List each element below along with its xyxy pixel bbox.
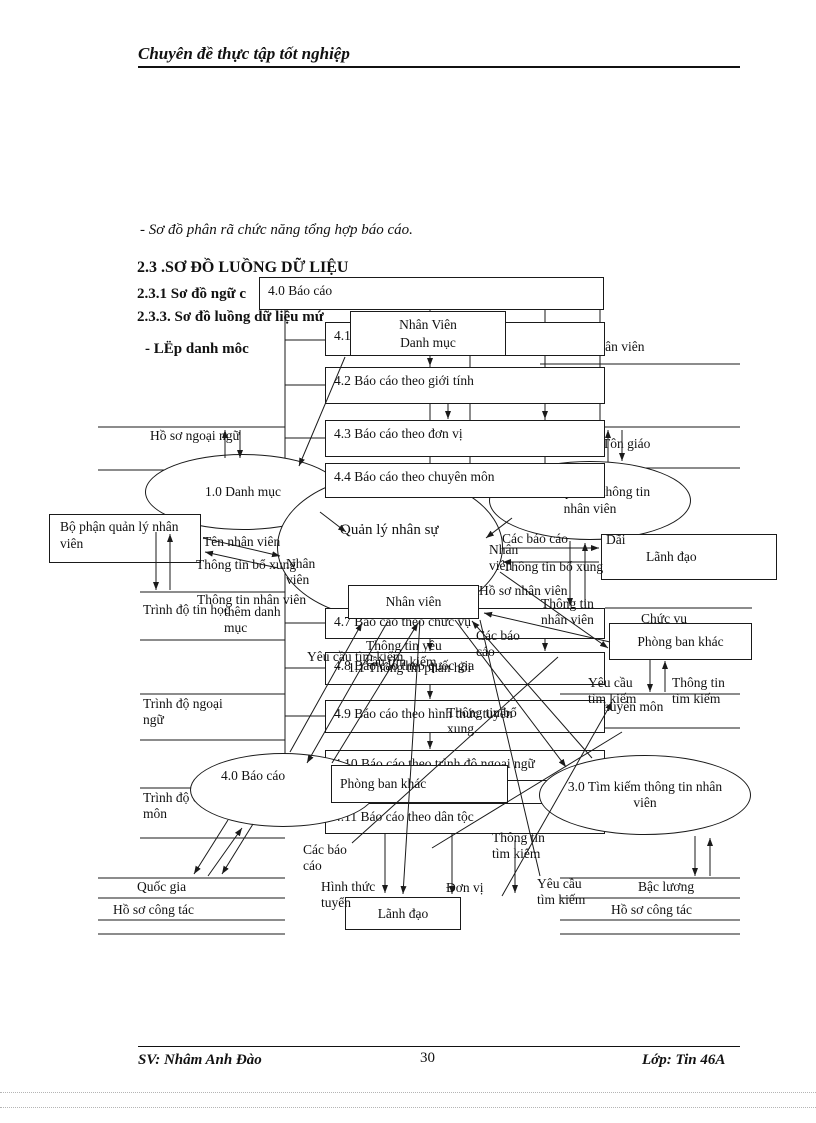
report-box-4-3: 4.3 Báo cáo theo đơn vị <box>325 420 605 457</box>
entity-phong-ban-right-label: Phòng ban khác <box>637 633 724 649</box>
flow-yeu-cau-tim-kiem-bottom: Yêu cầu tìm kiếm <box>537 876 586 907</box>
report-4-4-label: 4.4 Báo cáo theo chuyên môn <box>334 469 495 484</box>
flow-them-danh-muc: thêm danh mục <box>224 604 281 635</box>
flow-dai-fragment: Dãi <box>606 532 626 547</box>
heading-2-3-1: 2.3.1 Sơ đồ ngữ c <box>137 286 246 302</box>
flow-hinh-thuc-tuyen: Hình thức tuyển <box>321 879 376 910</box>
flow-nhan-vien-left: Nhân viên <box>286 556 316 587</box>
process-3-0-tim-kiem: 3.0 Tìm kiếm thông tin nhân viên <box>539 755 751 835</box>
flow-thong-tin-bo-xung-mid: Thông tin bổ xung <box>447 705 517 736</box>
footer-student-name: SV: Nhâm Anh Đào <box>138 1052 262 1068</box>
entity-lanh-dao-right-label: Lãnh đạo <box>646 549 697 564</box>
store-quoc-gia: Quốc gia <box>137 879 187 894</box>
bullet-report-text: - Sơ đồ phân rã chức năng tổng hợp báo c… <box>140 222 413 238</box>
flow-thong-tin-nhan-vien-right: Thông tin nhân viên <box>541 596 594 627</box>
store-ton-giao: Tôn giáo <box>602 436 651 451</box>
heading-2-3-3: 2.3.3. Sơ đồ luồng dữ liệu mứ <box>137 309 324 325</box>
flow-thong-tin-nhan-vien-left: Thông tin nhân viên <box>197 592 307 607</box>
entity-nhan-vien-top-label: Nhân Viên <box>399 317 457 332</box>
entity-lanh-dao-bottom-label: Lãnh đạo <box>377 905 429 921</box>
bottom-dotted-line-1 <box>0 1092 816 1093</box>
store-chuc-vu: Chức vụ <box>641 611 687 626</box>
flow-nhan-vien-right: Nhân viên <box>489 542 519 573</box>
store-chuyen-mon: chuyên môn <box>597 699 664 714</box>
entity-danh-muc-top-label: Danh mục <box>400 335 456 350</box>
page-header-title: Chuyên đề thực tập tốt nghiệp <box>138 44 350 63</box>
report-4-0-label: 4.0 Báo cáo <box>268 283 333 298</box>
store-ho-so-cong-tac-left: Hồ sơ công tác <box>113 902 194 917</box>
report-box-4-0: 4.0 Báo cáo <box>259 277 604 310</box>
flow-ten-nhan-vien: Tên nhân viên <box>203 534 281 549</box>
process-3-0-label: 3.0 Tìm kiếm thông tin nhân viên <box>567 778 723 810</box>
flow-yeu-cau-tim-kiem-right: Yêu cầu tìm kiếm <box>588 675 637 706</box>
heading-2-3: 2.3 .SƠ ĐỒ LUỒNG DỮ LIỆU <box>137 259 349 276</box>
entity-nhan-vien-center: Nhân viên <box>348 585 479 619</box>
flow-thong-tin-phan-hoi: 1.1 Thông tin phản hồi <box>348 660 472 675</box>
flow-thong-tin-bo-xung-left: Thông tin bổ xung <box>196 557 297 572</box>
entity-bo-phan-quan-ly: Bộ phận quản lý nhân viên <box>49 514 201 563</box>
entity-lanh-dao-right: Lãnh đạo <box>601 534 777 580</box>
footer-rule <box>138 1046 740 1047</box>
footer-class-name: Lớp: Tin 46A <box>642 1052 726 1068</box>
flow-thong-tin-bo-xung-right: Thông tin bổ xung <box>503 559 604 574</box>
flow-thong-tin-tim-kiem-bottom: Thông tin tìm kiếm <box>492 830 545 861</box>
flow-cac-bao-cao-bottom: Các báo cáo <box>303 842 347 873</box>
flow-cac-bao-cao-top: Các báo cáo <box>502 531 568 546</box>
entity-phong-ban-right: Phòng ban khác <box>609 623 752 660</box>
report-box-4-2: 4.2 Báo cáo theo giới tính <box>325 367 605 404</box>
bottom-dotted-line-2 <box>0 1107 816 1108</box>
entity-phong-ban-center-label: Phòng ban khác <box>340 776 427 791</box>
page-number: 30 <box>420 1050 435 1066</box>
flow-cac-bao-cao-mid: Các báo cáo <box>476 628 520 659</box>
report-box-4-4: 4.4 Báo cáo theo chuyên môn <box>325 463 605 498</box>
header-rule <box>138 66 740 68</box>
store-bac-luong: Bậc lương <box>638 879 695 894</box>
entity-lanh-dao-bottom: Lãnh đạo <box>345 897 461 930</box>
store-trinh-do-tin-hoc: Trình độ tin học <box>143 602 230 617</box>
flow-don-vi: Đơn vị <box>446 880 484 895</box>
process-4-0-label: 4.0 Báo cáo <box>221 768 286 783</box>
report-4-2-label: 4.2 Báo cáo theo giới tính <box>334 373 474 388</box>
entity-nhan-vien-danh-muc-top: Nhân Viên Danh mục <box>350 311 506 356</box>
process-main-label: Quản lý nhân sự <box>340 522 439 538</box>
report-4-3-label: 4.3 Báo cáo theo đơn vị <box>334 426 463 441</box>
store-trinh-do-ngoai-ngu: Trình độ ngoại ngữ <box>143 696 223 727</box>
entity-nhan-vien-center-label: Nhân viên <box>385 594 442 609</box>
bullet-danh-muc: - LËp danh môc <box>145 341 249 357</box>
process-1-0-label: 1.0 Danh mục <box>204 483 282 499</box>
store-ho-so-cong-tac-right: Hồ sơ công tác <box>611 902 692 917</box>
flow-thong-tin-tim-kiem-right: Thông tin tìm kiếm <box>672 675 725 706</box>
entity-phong-ban-center: Phòng ban khác <box>331 765 508 803</box>
entity-bo-phan-label: Bộ phận quản lý nhân viên <box>60 519 179 551</box>
store-ho-so-ngoai-ngu: Hồ sơ ngoại ngữ <box>150 428 240 443</box>
